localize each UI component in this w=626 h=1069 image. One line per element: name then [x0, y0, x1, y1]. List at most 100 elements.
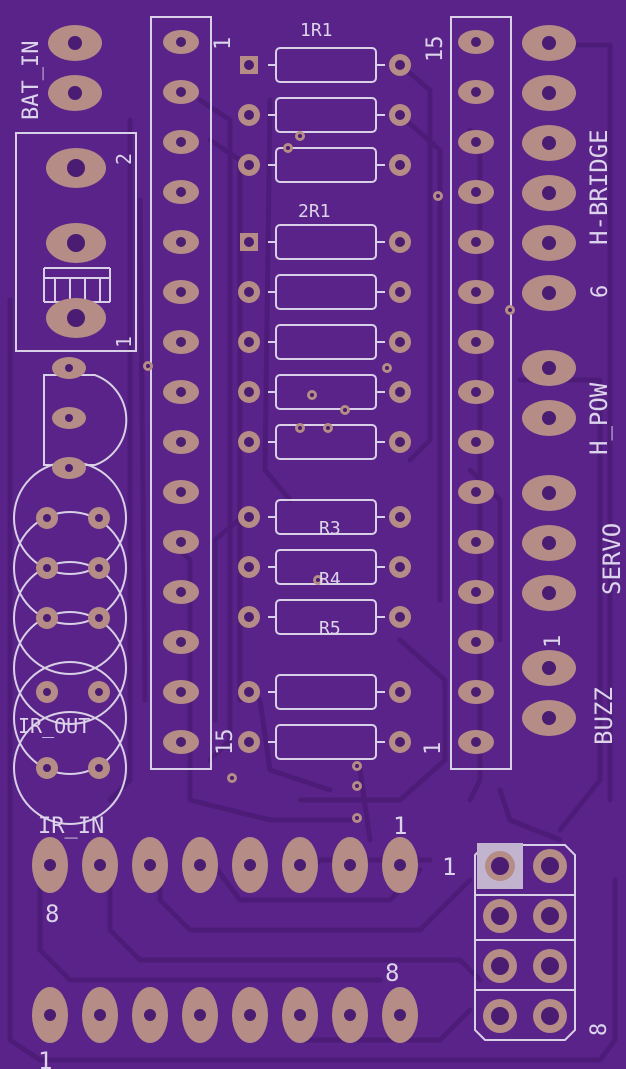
bottom-row-pad-hole [344, 1009, 356, 1021]
resistor-pad-hole [244, 337, 254, 347]
right-header-pad-hole [471, 87, 481, 97]
resistor-pad-hole [395, 562, 405, 572]
bat-in-pad-hole [68, 86, 82, 100]
silkscreen-outlines [13, 16, 576, 1041]
isp-pad-hole [541, 957, 559, 975]
left-header-pad-hole [176, 437, 186, 447]
ir-led-outline [13, 561, 127, 675]
left-header-pin15-label: 15 [213, 729, 238, 756]
servo-pad-hole [542, 586, 556, 600]
resistor-r5-label: R5 [319, 618, 341, 639]
buzz-label: BUZZ [590, 687, 618, 745]
ir-led-pad-hole [95, 564, 103, 572]
resistor-pad-hole [244, 110, 254, 120]
left-header-pad-hole [176, 287, 186, 297]
isp-pin8-label: 8 [587, 1023, 612, 1036]
left-header-pad-hole [176, 87, 186, 97]
h-bridge-pad-hole [542, 236, 556, 250]
resistor-pad-hole [395, 110, 405, 120]
left-header-outline [150, 16, 212, 770]
via-hole [355, 816, 359, 820]
ir-led-outline [13, 511, 127, 625]
component-pads [32, 25, 576, 1043]
resistor-pad-hole [395, 337, 405, 347]
ir-in-row-pad-hole [194, 859, 206, 871]
bat-in-label: BAT_IN [19, 41, 44, 120]
ir-led-outline [13, 711, 127, 825]
isp-pad-hole [541, 907, 559, 925]
row1-pin1-label: 1 [393, 812, 407, 840]
isp-pad-hole [541, 1007, 559, 1025]
bottom-row-pad-hole [394, 1009, 406, 1021]
right-header-pad-hole [471, 37, 481, 47]
h-bridge-pin6-label: 6 [588, 285, 613, 298]
right-header-pad-hole [471, 137, 481, 147]
resistor-pad-hole [395, 237, 405, 247]
right-header-pad-hole [471, 337, 481, 347]
copper-traces [7, 42, 618, 1063]
left-header-pad-hole [176, 237, 186, 247]
h-pow-pad-hole [542, 361, 556, 375]
regulator-pin1-label: 1 [112, 336, 136, 348]
via-hole [436, 194, 440, 198]
left-header-pad-hole [176, 737, 186, 747]
left-header-pad-hole [176, 637, 186, 647]
right-header-pad-hole [471, 537, 481, 547]
ir-led-pad-hole [43, 514, 51, 522]
resistor-pad-hole [395, 60, 405, 70]
servo-pad-hole [542, 486, 556, 500]
resistor-pad-hole [395, 612, 405, 622]
bottom-row-pad-hole [94, 1009, 106, 1021]
via-hole [343, 408, 347, 412]
via-hole [230, 776, 234, 780]
ir-in-row-pad-hole [144, 859, 156, 871]
resistor-pad-hole [395, 287, 405, 297]
row2-pin8-label: 8 [385, 959, 399, 987]
resistor-pad-hole [395, 387, 405, 397]
ir-led-outline [13, 611, 127, 725]
ir-in-row-pad-hole [344, 859, 356, 871]
h-bridge-label: H-BRIDGE [585, 129, 613, 245]
capacitor-pad-hole [65, 364, 73, 372]
servo-pin1-label: 1 [541, 635, 566, 648]
via-hole [286, 146, 290, 150]
via-hole [316, 578, 320, 582]
ir-in-row-pad-hole [394, 859, 406, 871]
capacitor-outline [43, 374, 128, 466]
resistor-pad-hole [395, 687, 405, 697]
resistor-pad-square-hole [244, 237, 254, 247]
right-header-pad-hole [471, 437, 481, 447]
bottom-row-pad-hole [44, 1009, 56, 1021]
ir-in-row-pad-hole [294, 859, 306, 871]
resistor-pad-hole [244, 612, 254, 622]
right-header-pad-hole [471, 237, 481, 247]
regulator-pad-hole [67, 309, 85, 327]
left-header-pad-hole [176, 137, 186, 147]
regulator-pad-hole [67, 234, 85, 252]
left-header-pad-hole [176, 387, 186, 397]
ir-out-label: IR_OUT [18, 714, 90, 738]
right-header-pin15-label: 15 [423, 36, 448, 63]
via-hole [385, 366, 389, 370]
left-header-pad-hole [176, 337, 186, 347]
h-bridge-pad-hole [542, 136, 556, 150]
via-hole [508, 308, 512, 312]
right-header-pad-hole [471, 587, 481, 597]
resistor-pad-hole [395, 160, 405, 170]
ir-led-pad-hole [95, 614, 103, 622]
via-hole [355, 764, 359, 768]
ir-led-outline [13, 661, 127, 775]
bottom-row-pad-hole [244, 1009, 256, 1021]
isp-pad-hole [491, 957, 509, 975]
resistor-pad-hole [244, 387, 254, 397]
right-header-pad-hole [471, 187, 481, 197]
left-header-pin1-label: 1 [211, 37, 236, 50]
regulator-pin2-label: 2 [112, 153, 136, 165]
ir-in-row-pad-hole [44, 859, 56, 871]
resistor-r3-label: R3 [319, 518, 341, 539]
right-header-pad-hole [471, 287, 481, 297]
capacitor-pad-hole [65, 414, 73, 422]
isp-header-outline [474, 844, 576, 1041]
right-header-pad-hole [471, 387, 481, 397]
